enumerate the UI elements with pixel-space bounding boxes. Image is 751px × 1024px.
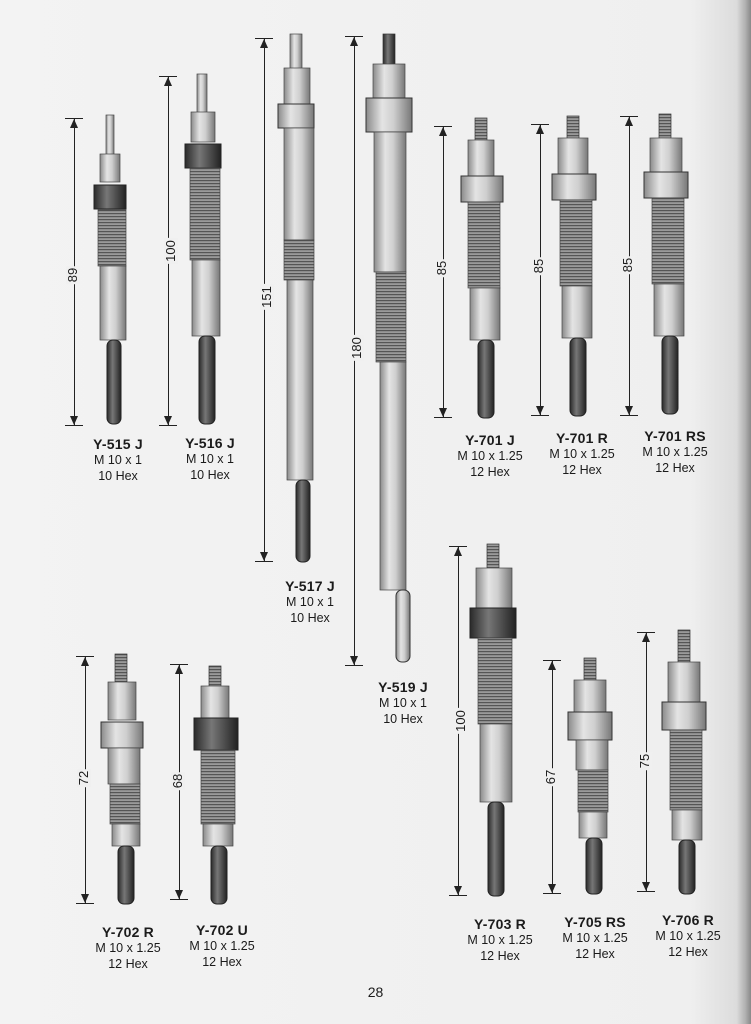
plug-y-701-r [551, 115, 597, 417]
hex-size: 10 Hex [383, 712, 423, 726]
plug-y-701-rs [643, 113, 689, 415]
plug-y-702-r [100, 653, 144, 905]
hex-size: 12 Hex [480, 949, 520, 963]
product-label: Y-701 R M 10 x 1.25 12 Hex [522, 430, 642, 478]
thread-size: M 10 x 1.25 [189, 939, 255, 953]
plug-y-516-j [184, 73, 222, 425]
product-code: Y-516 J [185, 435, 235, 451]
plug-y-701-j [460, 117, 504, 419]
product-label: Y-516 J M 10 x 1 10 Hex [150, 435, 270, 483]
product-label: Y-701 J M 10 x 1.25 12 Hex [430, 432, 550, 480]
product-code: Y-517 J [285, 578, 335, 594]
product-code: Y-702 R [102, 924, 154, 940]
product-label: Y-519 J M 10 x 1 10 Hex [343, 679, 463, 727]
hex-size: 12 Hex [668, 945, 708, 959]
hex-size: 10 Hex [190, 468, 230, 482]
plug-y-702-u [193, 665, 239, 905]
thread-size: M 10 x 1 [94, 453, 142, 467]
plug-y-703-r [469, 543, 517, 897]
hex-size: 12 Hex [575, 947, 615, 961]
product-code: Y-701 R [556, 430, 608, 446]
product-code: Y-705 RS [564, 914, 626, 930]
product-label: Y-706 R M 10 x 1.25 12 Hex [628, 912, 748, 960]
thread-size: M 10 x 1.25 [95, 941, 161, 955]
product-label: Y-701 RS M 10 x 1.25 12 Hex [615, 428, 735, 476]
hex-size: 10 Hex [290, 611, 330, 625]
product-label: Y-702 R M 10 x 1.25 12 Hex [68, 924, 188, 972]
hex-size: 12 Hex [655, 461, 695, 475]
thread-size: M 10 x 1.25 [549, 447, 615, 461]
thread-size: M 10 x 1 [186, 452, 234, 466]
product-label: Y-703 R M 10 x 1.25 12 Hex [440, 916, 560, 964]
hex-size: 12 Hex [470, 465, 510, 479]
hex-size: 12 Hex [108, 957, 148, 971]
thread-size: M 10 x 1.25 [655, 929, 721, 943]
product-label: Y-517 J M 10 x 1 10 Hex [250, 578, 370, 626]
hex-size: 12 Hex [202, 955, 242, 969]
product-code: Y-703 R [474, 916, 526, 932]
thread-size: M 10 x 1.25 [642, 445, 708, 459]
plug-y-706-r [661, 629, 707, 895]
product-code: Y-701 RS [644, 428, 706, 444]
thread-size: M 10 x 1.25 [457, 449, 523, 463]
page-binding-shadow [737, 0, 751, 1024]
hex-size: 10 Hex [98, 469, 138, 483]
product-code: Y-515 J [93, 436, 143, 452]
product-label: Y-702 U M 10 x 1.25 12 Hex [162, 922, 282, 970]
product-code: Y-702 U [196, 922, 248, 938]
thread-size: M 10 x 1 [286, 595, 334, 609]
page-number: 28 [367, 984, 384, 1000]
plug-y-515-j [93, 114, 127, 425]
product-code: Y-519 J [378, 679, 428, 695]
hex-size: 12 Hex [562, 463, 602, 477]
plug-y-705-rs [567, 657, 613, 895]
thread-size: M 10 x 1.25 [562, 931, 628, 945]
product-code: Y-706 R [662, 912, 714, 928]
plug-y-517-j [277, 33, 315, 563]
thread-size: M 10 x 1 [379, 696, 427, 710]
product-label: Y-515 J M 10 x 1 10 Hex [58, 436, 178, 484]
plug-y-519-j [365, 33, 413, 663]
product-label: Y-705 RS M 10 x 1.25 12 Hex [535, 914, 655, 962]
product-code: Y-701 J [465, 432, 515, 448]
thread-size: M 10 x 1.25 [467, 933, 533, 947]
